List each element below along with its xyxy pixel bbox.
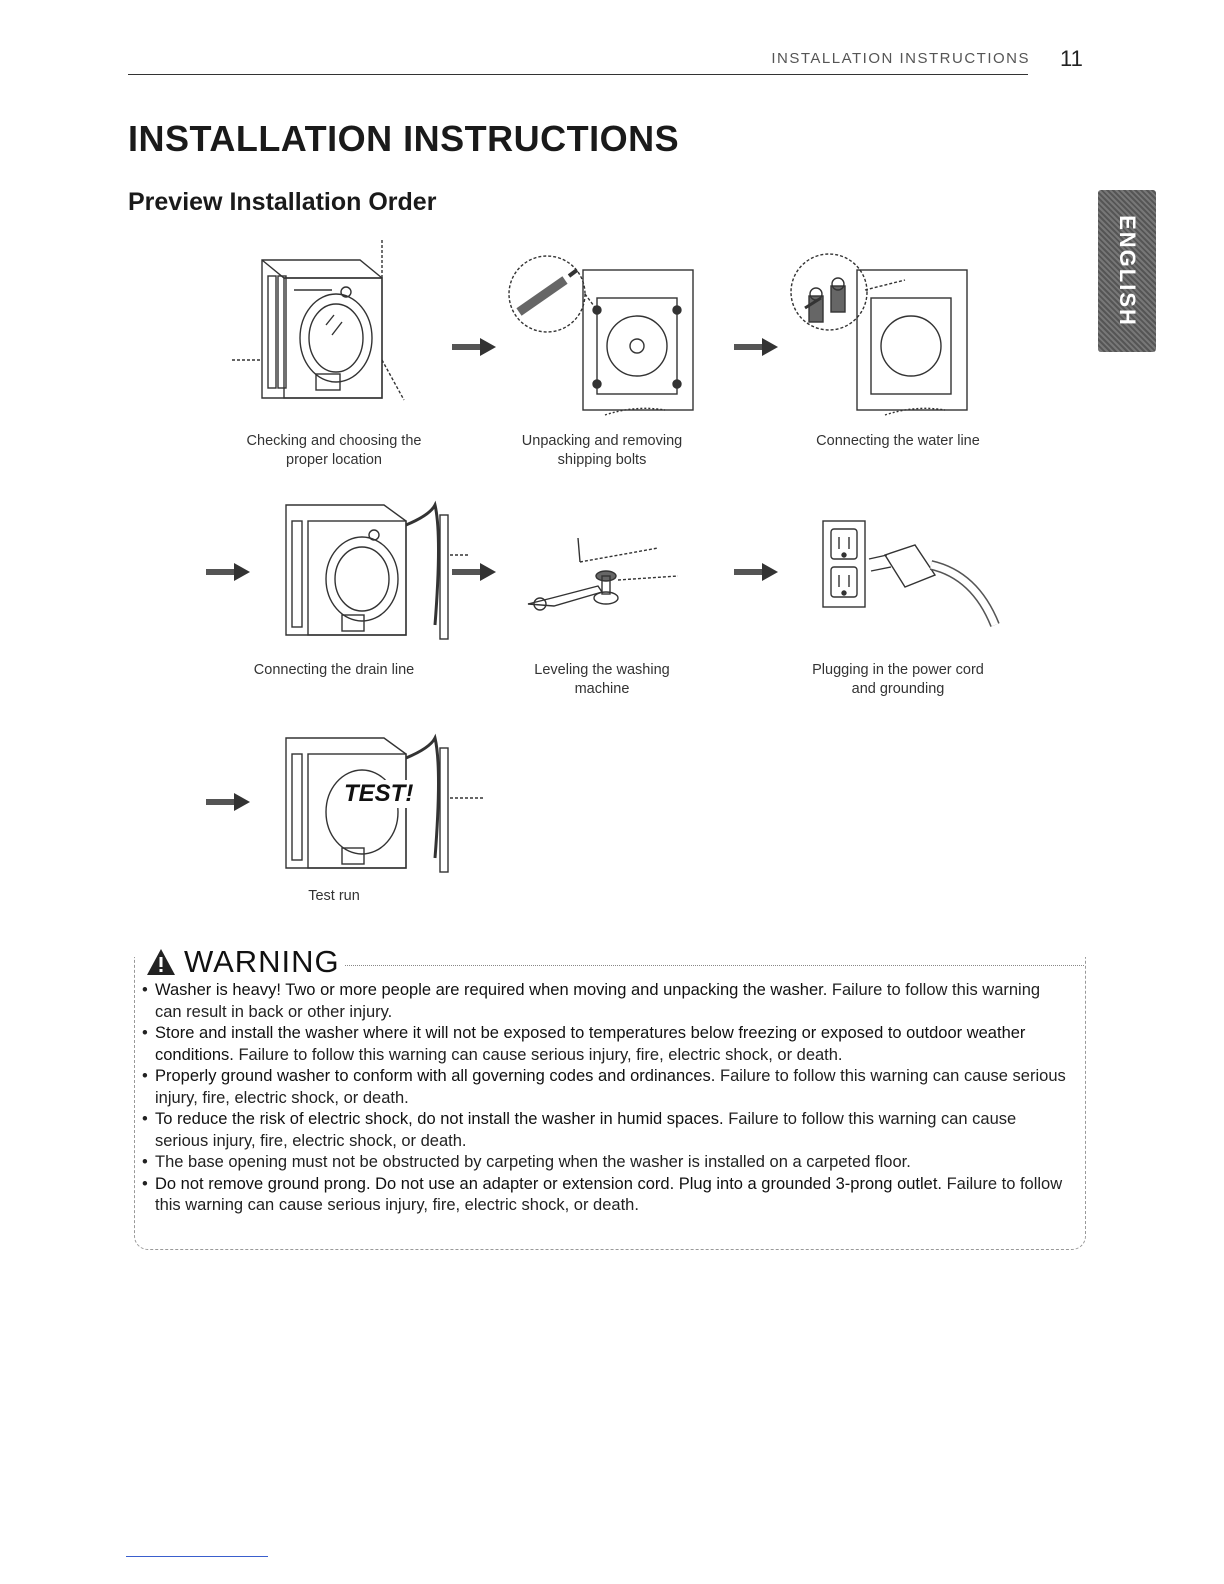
header-rule: [128, 74, 1028, 75]
step-caption: Connecting the water line: [778, 432, 1018, 451]
warning-text: Failure to follow this warning can cause…: [155, 1110, 1017, 1150]
warning-emphasis: Store and install the washer where it wi…: [155, 1024, 1026, 1064]
warning-text: Failure to follow this warning can cause…: [233, 1045, 843, 1064]
caption-line: Plugging in the power cord: [812, 662, 984, 678]
warning-text: Failure to follow this warning can resul…: [155, 981, 1041, 1021]
step-caption: Unpacking and removing shipping bolts: [482, 432, 722, 470]
arrow-icon: [206, 563, 250, 581]
warning-emphasis: Washer is heavy! Two or more people are …: [155, 981, 828, 999]
warning-emphasis: Properly ground washer to conform with a…: [155, 1067, 716, 1085]
caption-line: machine: [574, 681, 630, 697]
warning-text: The base opening must not be obstructed …: [155, 1153, 911, 1171]
warning-box: [134, 957, 1086, 1250]
arrow-icon: [206, 793, 250, 811]
footer-link-line: [126, 1556, 268, 1557]
language-tab-label: ENGLISH: [1115, 215, 1140, 327]
step-caption: Test run: [274, 887, 394, 906]
arrow-icon: [734, 563, 778, 581]
warning-text: Failure to follow this warning can cause…: [155, 1174, 1063, 1215]
leveling-illustration: [527, 537, 679, 611]
warning-text: Failure to follow this warning can cause…: [155, 1067, 1066, 1107]
caption-line: and grounding: [851, 681, 945, 697]
power-plug-illustration: [822, 520, 1000, 627]
test-label: TEST!: [342, 780, 416, 808]
step-caption: Connecting the drain line: [214, 661, 454, 680]
drain-line-illustration: [285, 500, 468, 640]
caption-line: proper location: [286, 452, 382, 468]
step-caption: Checking and choosing the proper locatio…: [214, 432, 454, 470]
warning-heading: WARNING: [146, 944, 344, 980]
arrow-icon: [734, 338, 778, 356]
caption-line: Test run: [308, 888, 360, 904]
page-title: INSTALLATION INSTRUCTIONS: [128, 118, 680, 159]
warning-item: The base opening must not be obstructed …: [140, 1152, 1070, 1174]
warning-item: Store and install the washer where it wi…: [140, 1023, 1070, 1066]
warning-triangle-icon: [147, 949, 175, 975]
arrow-icon: [452, 563, 496, 581]
warning-title: WARNING: [184, 944, 340, 979]
step-caption: Plugging in the power cord and grounding: [778, 661, 1018, 699]
washer-test-icon: [285, 733, 484, 873]
warning-item: Do not remove ground prong. Do not use a…: [140, 1174, 1070, 1217]
section-heading: Preview Installation Order: [128, 188, 437, 216]
step-caption: Leveling the washing machine: [482, 661, 722, 699]
warning-list: Washer is heavy! Two or more people are …: [140, 980, 1070, 1217]
warning-top-rule: [336, 965, 1084, 966]
test-run-illustration: TEST!: [270, 728, 490, 878]
caption-line: Connecting the drain line: [253, 662, 415, 678]
warning-item: Properly ground washer to conform with a…: [140, 1066, 1070, 1109]
warning-emphasis: To reduce the risk of electric shock, do…: [155, 1110, 724, 1128]
language-tab: ENGLISH: [1098, 190, 1156, 352]
warning-item: To reduce the risk of electric shock, do…: [140, 1109, 1070, 1152]
caption-line: Connecting the water line: [816, 433, 980, 449]
page-number: 11: [1060, 46, 1083, 71]
warning-emphasis: Do not remove ground prong. Do not use a…: [155, 1174, 943, 1193]
caption-line: Unpacking and removing: [521, 433, 683, 449]
shipping-bolts-illustration: [508, 255, 694, 416]
caption-line: shipping bolts: [557, 452, 647, 468]
caption-line: Checking and choosing the: [246, 433, 422, 449]
running-header: INSTALLATION INSTRUCTIONS: [771, 50, 1030, 67]
warning-item: Washer is heavy! Two or more people are …: [140, 980, 1070, 1023]
water-line-illustration: [790, 253, 968, 416]
caption-line: Leveling the washing: [534, 662, 670, 678]
washer-location-illustration: [232, 240, 405, 401]
arrow-icon: [452, 338, 496, 356]
